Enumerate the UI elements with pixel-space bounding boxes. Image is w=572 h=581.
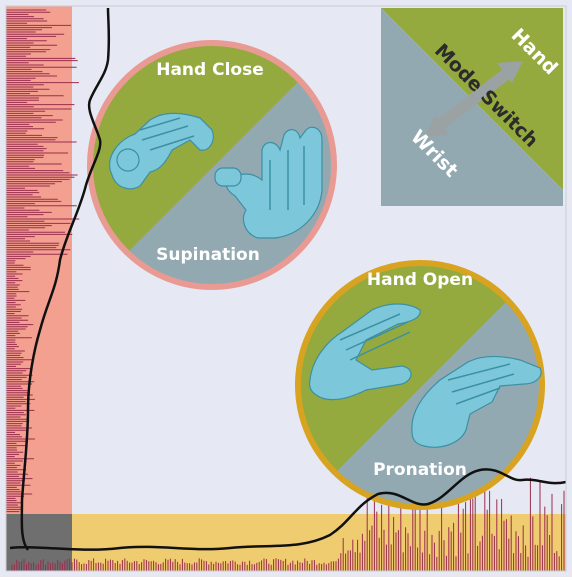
corner-overlap xyxy=(6,514,72,571)
hand-open-label: Hand Open xyxy=(367,270,473,290)
supination-label: Supination xyxy=(156,245,260,265)
hand-close-label: Hand Close xyxy=(156,60,264,80)
pronation-label: Pronation xyxy=(373,460,467,480)
mode-switch-panel: Mode Switch Hand Wrist xyxy=(381,8,563,206)
